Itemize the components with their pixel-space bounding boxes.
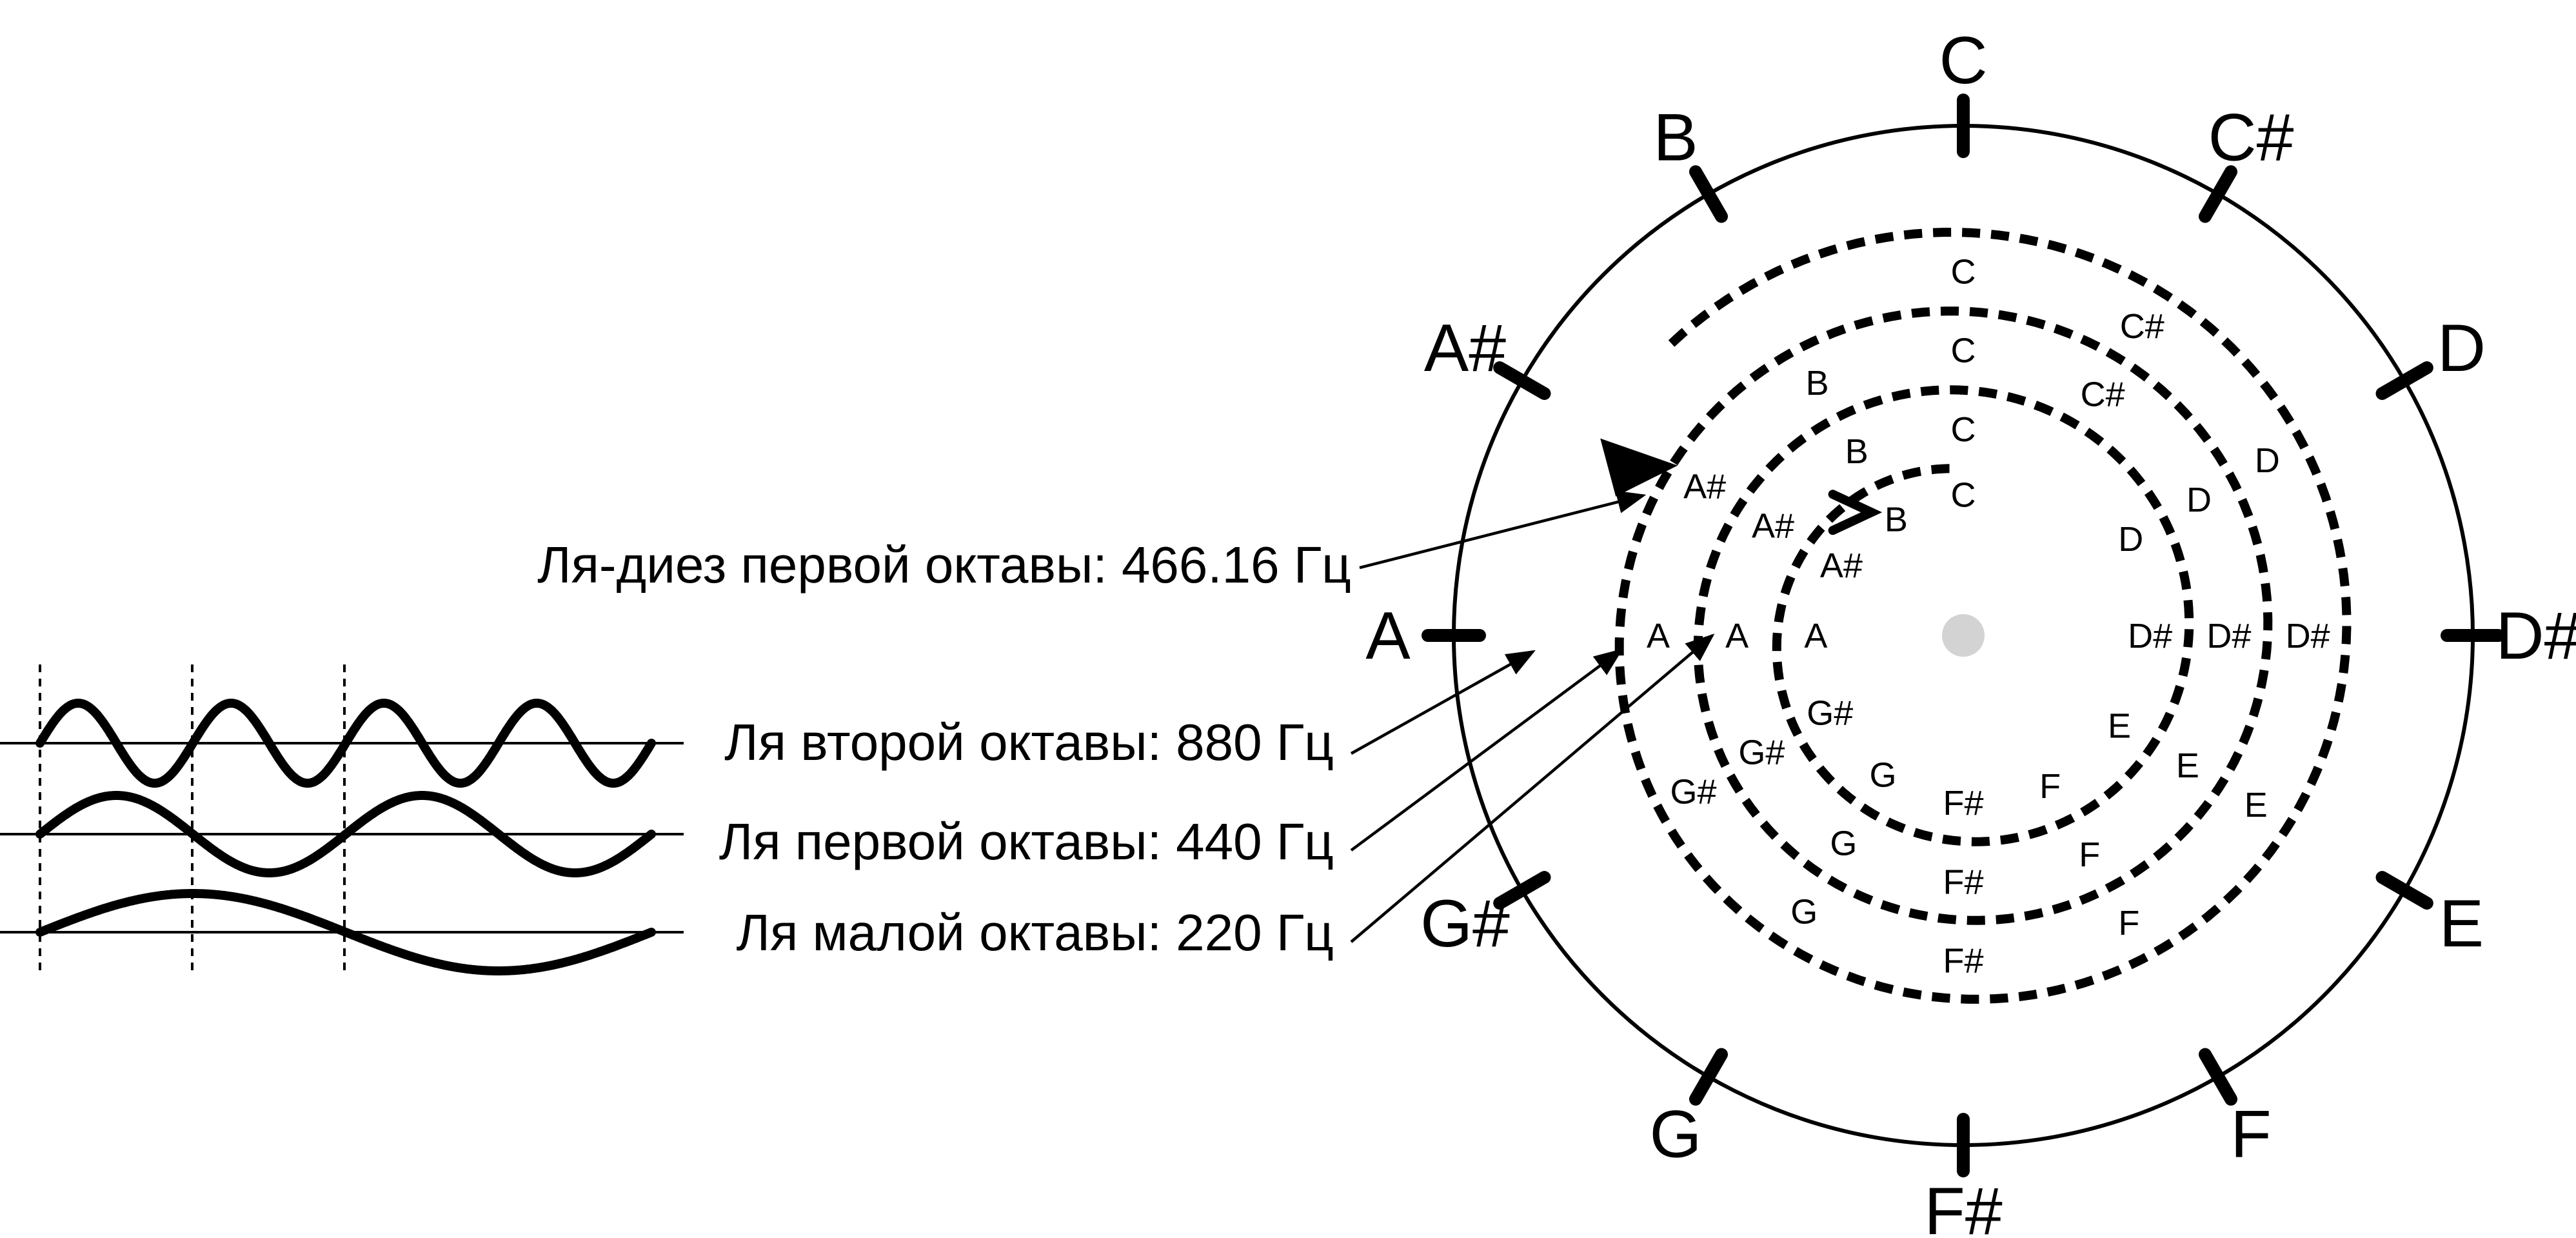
ring3-label-d-sharp: D# [2128,617,2172,655]
spiral-path [1614,227,2352,1004]
outer-label-c-sharp: C# [2208,101,2294,175]
pointer-arrows [1350,490,1715,943]
captions: Ля-диез первой октавы: 466.16 Гц Ля втор… [537,536,1351,961]
ring2-label-a: A [1725,617,1749,655]
ring4-label-c: C [1951,476,1976,515]
outer-label-f-sharp: F# [1924,1174,2003,1238]
tick-a-sharp [1493,361,1551,400]
wave-440hz [35,791,656,877]
tick-b [1689,165,1728,223]
ring3-label-f: F [2039,767,2061,806]
ring2-label-d: D [2186,481,2212,519]
spiral-arrow-inner [1828,490,1883,535]
outer-circle-group: C C# D D# E F F# G G# A A# B [1365,23,2576,1238]
outer-label-a-sharp: A# [1424,311,1506,386]
ring1-label-g-sharp: G# [1670,773,1716,812]
ring1-label-g: G [1790,892,1818,931]
ring2-label-a-sharp: A# [1752,507,1794,546]
tick-e [2375,871,2433,910]
ring2-label-e: E [2176,746,2199,785]
ring1-label-c-sharp: C# [2120,307,2165,346]
ring1-label-f: F [2118,904,2139,943]
ring2-label-b: B [1845,432,1868,471]
ring2-label-c-sharp: C# [2081,375,2125,414]
ring3-label-d: D [2118,520,2143,559]
ring1-label-d-sharp: D# [2286,617,2330,655]
outer-label-g-sharp: G# [1420,886,1510,961]
tick-g-sharp [1493,871,1551,910]
pointer-a-second-octave [1350,650,1536,755]
ring3-label-f-sharp: F# [1943,784,1983,823]
ring1-label-e: E [2244,786,2268,824]
caption-a-small-octave: Ля малой октавы: 220 Гц [737,904,1334,961]
caption-a-first-octave: Ля первой октавы: 440 Гц [719,813,1334,870]
outer-label-a: A [1365,599,1411,674]
tick-f [2199,1048,2237,1106]
ring2-label-f-sharp: F# [1943,863,1983,901]
pointer-a-sharp-first-octave [1359,490,1647,570]
outer-label-d-sharp: D# [2496,599,2576,674]
outer-label-b: B [1653,101,1698,175]
pointer-a-small-octave [1350,634,1715,943]
outer-label-g: G [1650,1097,1702,1172]
ring2-label-g-sharp: G# [1738,733,1785,772]
ring3-label-c: C [1951,410,1976,449]
ring3-label-g: G [1870,756,1897,795]
outer-label-d: D [2437,311,2486,386]
spiral-arrow-outer [1600,438,1678,497]
outer-labels: C C# D D# E F F# G G# A A# B [1365,23,2576,1238]
tick-d [2375,361,2433,400]
ring3-label-b: B [1885,501,1908,539]
pitch-spiral: C C# D D# E F F# G G# A A# B C C# D D# E F F# G G# A A# B C D D# E F… [1600,227,2352,1004]
ring2-label-c: C [1951,332,1976,370]
wave-220hz [35,889,656,975]
ring1-label-c: C [1951,252,1976,291]
ring1-label-f-sharp: F# [1943,942,1983,981]
ring3-label-a-sharp: A# [1820,546,1863,585]
ring2-label-g: G [1830,824,1857,863]
outer-label-e: E [2439,886,2484,961]
waveforms [0,664,684,975]
ring-labels: C C# D D# E F F# G G# A A# B C C# D D# E F F# G G# A A# B C D D# E F… [1647,252,2330,980]
ring2-label-f: F [2079,835,2100,874]
ring1-label-a-sharp: A# [1683,468,1726,506]
caption-a-second-octave: Ля второй октавы: 880 Гц [724,714,1334,771]
tick-c-sharp [2199,165,2237,223]
ring3-label-g-sharp: G# [1807,694,1853,732]
ring1-label-b: B [1806,364,1829,403]
ring2-label-d-sharp: D# [2206,617,2251,655]
caption-a-sharp-first-octave: Ля-диез первой октавы: 466.16 Гц [537,536,1351,594]
ring3-label-a: A [1804,617,1827,655]
ring1-label-a: A [1647,617,1670,655]
center-dot [1942,614,1985,657]
outer-label-c: C [1939,23,1987,98]
ring1-label-d: D [2255,441,2280,480]
wave-880hz [35,698,656,788]
tick-g [1689,1048,1728,1106]
outer-ticks [1422,94,2505,1177]
outer-label-f: F [2230,1097,2272,1172]
pointer-a-first-octave [1350,648,1623,852]
ring3-label-e: E [2108,707,2131,746]
